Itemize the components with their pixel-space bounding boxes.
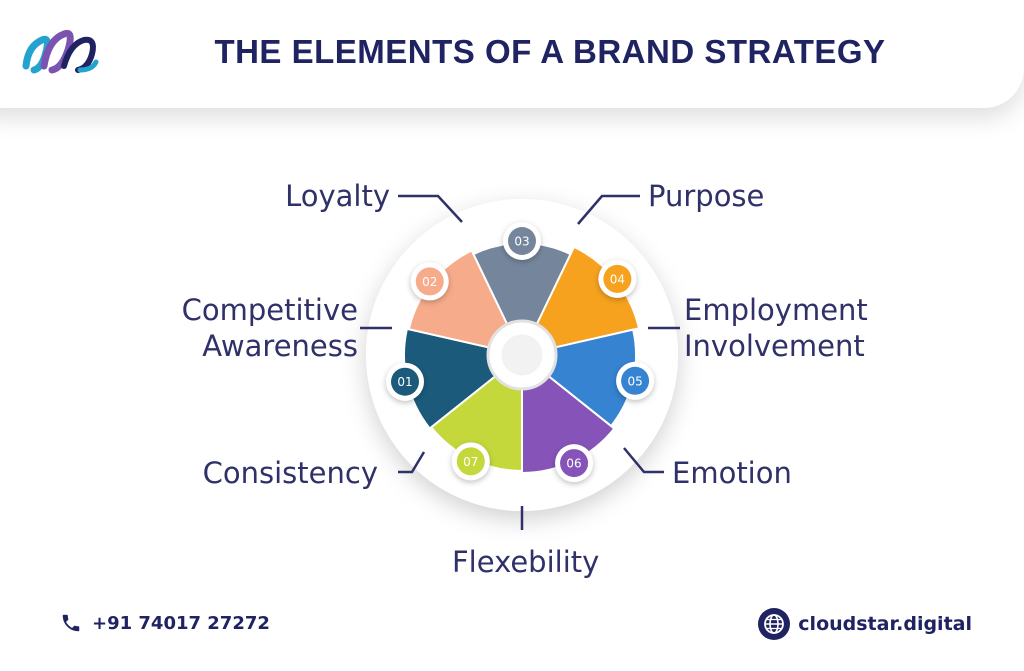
segment-number: 02: [422, 275, 437, 289]
label-loyalty: Loyalty: [240, 178, 390, 214]
phone-icon: [62, 614, 80, 632]
segment-badge-03: 03: [503, 222, 541, 260]
footer-website[interactable]: cloudstar.digital: [758, 608, 972, 640]
label-line: Emotion: [672, 456, 792, 490]
label-line: Competitive: [181, 293, 358, 327]
segment-number: 03: [514, 235, 529, 249]
connector-line: [398, 194, 463, 223]
segment-badge-04: 04: [598, 259, 637, 298]
label-line: Loyalty: [285, 179, 390, 213]
segment-number: 01: [397, 375, 412, 389]
wheel-center-hub: [498, 331, 546, 379]
connector-line: [398, 451, 426, 474]
website-url: cloudstar.digital: [798, 613, 972, 635]
segment-badge-06: 06: [555, 444, 594, 483]
footer-phone[interactable]: +91 74017 27272: [60, 612, 270, 634]
label-line: Awareness: [202, 329, 358, 363]
label-line: Involvement: [684, 329, 865, 363]
brand-logo-icon: [22, 29, 99, 74]
segment-badge-02: 02: [410, 262, 449, 301]
page-title: THE ELEMENTS OF A BRAND STRATEGY: [214, 33, 886, 70]
connector-line: [623, 447, 664, 474]
segment-number: 07: [463, 455, 478, 469]
segment-number: 05: [627, 374, 642, 388]
globe-icon: [758, 608, 791, 640]
segment-number: 04: [610, 272, 625, 286]
label-line: Consistency: [202, 456, 378, 490]
label-flexebility: Flexebility: [452, 544, 599, 580]
segment-badge-05: 05: [616, 361, 655, 400]
segment-badge-01: 01: [386, 362, 425, 401]
label-employment-involvement: Employment Involvement: [684, 292, 868, 364]
phone-number: +91 74017 27272: [92, 612, 270, 634]
label-line: Employment: [684, 293, 868, 327]
label-consistency: Consistency: [170, 455, 378, 491]
label-emotion: Emotion: [672, 455, 792, 491]
segment-number: 06: [566, 457, 581, 471]
label-competitive-awareness: Competitive Awareness: [140, 292, 358, 364]
label-line: Purpose: [648, 179, 765, 213]
header-banner: [0, 0, 1024, 108]
label-purpose: Purpose: [648, 178, 764, 214]
segment-badge-07: 07: [451, 442, 490, 481]
connector-line: [577, 194, 640, 225]
label-line: Flexebility: [452, 545, 600, 579]
